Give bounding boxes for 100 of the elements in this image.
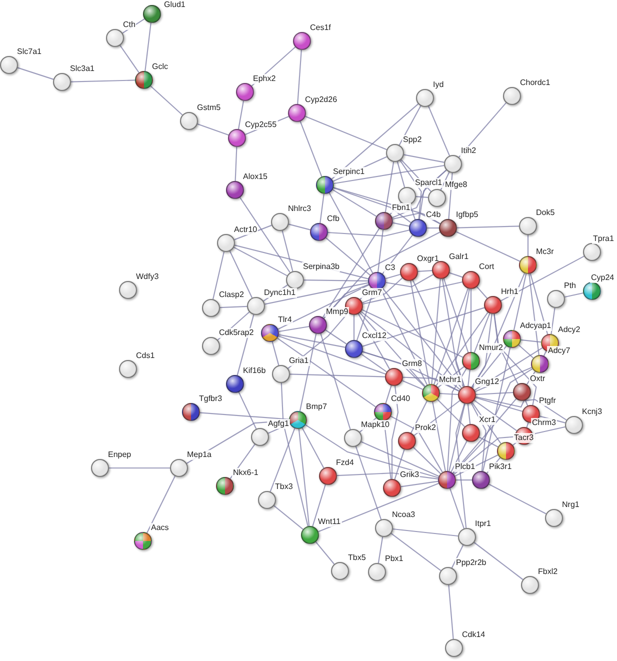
protein-node [170, 459, 188, 477]
protein-node [444, 155, 462, 173]
interaction-line [361, 354, 387, 372]
interaction-line [240, 197, 290, 273]
interaction-line [431, 278, 441, 384]
protein-label: Ces1f [309, 23, 332, 33]
protein-node [106, 29, 124, 47]
protein-label: Cxcl12 [361, 331, 388, 341]
interaction-line [518, 344, 534, 358]
interaction-line [333, 187, 412, 224]
protein-node [385, 368, 403, 386]
protein-node [272, 365, 290, 383]
interaction-line [274, 505, 304, 530]
protein-label: Bmp7 [305, 402, 328, 412]
protein-node [301, 526, 319, 544]
protein-label: Slc7a1 [16, 47, 42, 57]
interaction-line [436, 312, 488, 386]
protein-label: Wnt11 [317, 517, 342, 527]
interaction-line [500, 256, 584, 302]
protein-node [445, 639, 463, 657]
interaction-line [305, 424, 438, 478]
protein-node [545, 509, 563, 527]
protein-node [247, 297, 265, 315]
interaction-line [299, 334, 317, 412]
interaction-line [378, 536, 384, 564]
interaction-line [470, 402, 486, 472]
interaction-line [302, 428, 324, 468]
protein-label: Cfb [326, 214, 340, 224]
interaction-line [413, 446, 441, 474]
interaction-line [449, 488, 465, 529]
protein-label: C3 [384, 263, 396, 273]
protein-node [428, 189, 446, 207]
protein-label: Gstm5 [196, 103, 222, 113]
interaction-line [290, 374, 386, 378]
interaction-line [360, 311, 460, 390]
interaction-line [392, 222, 410, 227]
interaction-line [353, 315, 355, 340]
interaction-line [300, 121, 322, 177]
protein-label: C4b [425, 210, 442, 220]
protein-node [398, 187, 416, 205]
interaction-line [526, 422, 529, 428]
protein-node [398, 432, 416, 450]
interaction-line [452, 398, 517, 474]
protein-node [134, 532, 152, 550]
interaction-line [418, 270, 432, 272]
protein-node [458, 528, 476, 546]
protein-label: Cth [122, 20, 136, 30]
interaction-line [488, 484, 546, 514]
protein-label: Tbx5 [347, 553, 367, 563]
interaction-line [394, 449, 405, 480]
protein-node [503, 87, 521, 105]
interaction-line [432, 402, 446, 472]
interaction-line [382, 234, 413, 274]
interaction-line [392, 528, 458, 537]
interaction-line [455, 288, 470, 387]
protein-node [202, 337, 220, 355]
protein-label: Cyp2c55 [244, 120, 278, 130]
protein-node [519, 256, 537, 274]
interaction-line [328, 230, 410, 237]
interaction-line [362, 278, 403, 304]
interaction-line [398, 106, 422, 146]
protein-node [472, 471, 490, 489]
protein-label: Itpr1 [474, 519, 492, 529]
interaction-line [120, 45, 140, 73]
protein-node [258, 491, 276, 509]
interaction-line [414, 400, 460, 436]
interaction-line [452, 368, 533, 474]
interaction-line [409, 204, 416, 220]
interaction-line [428, 106, 450, 156]
interaction-line [443, 278, 469, 353]
interaction-line [451, 544, 464, 568]
interaction-line [144, 22, 152, 72]
protein-node [513, 383, 531, 401]
interaction-line [402, 376, 460, 392]
protein-label: Oxgr1 [416, 254, 440, 264]
interaction-line [278, 284, 370, 330]
interaction-line [282, 230, 294, 272]
interaction-line [404, 154, 444, 163]
protein-label: Tgfbr3 [198, 394, 224, 404]
interaction-line [456, 479, 472, 481]
interaction-line [456, 231, 520, 262]
protein-node [368, 563, 386, 581]
interaction-line [320, 333, 351, 430]
interaction-line [272, 342, 280, 366]
protein-label: Ptgfr [538, 396, 557, 406]
protein-label: Nmur2 [478, 343, 504, 353]
protein-label: Adcy2 [557, 325, 582, 335]
interaction-line [454, 454, 498, 476]
protein-label: Cdk14 [461, 630, 486, 640]
interaction-line [146, 476, 176, 534]
interaction-line [427, 227, 439, 229]
protein-node [416, 89, 434, 107]
interaction-line [278, 326, 310, 332]
interaction-line [440, 172, 450, 190]
protein-node [0, 56, 18, 74]
interaction-line [331, 103, 419, 180]
protein-node [344, 429, 362, 447]
protein-label: Mep1a [186, 450, 212, 460]
interaction-line [476, 286, 488, 299]
protein-node [217, 234, 235, 252]
